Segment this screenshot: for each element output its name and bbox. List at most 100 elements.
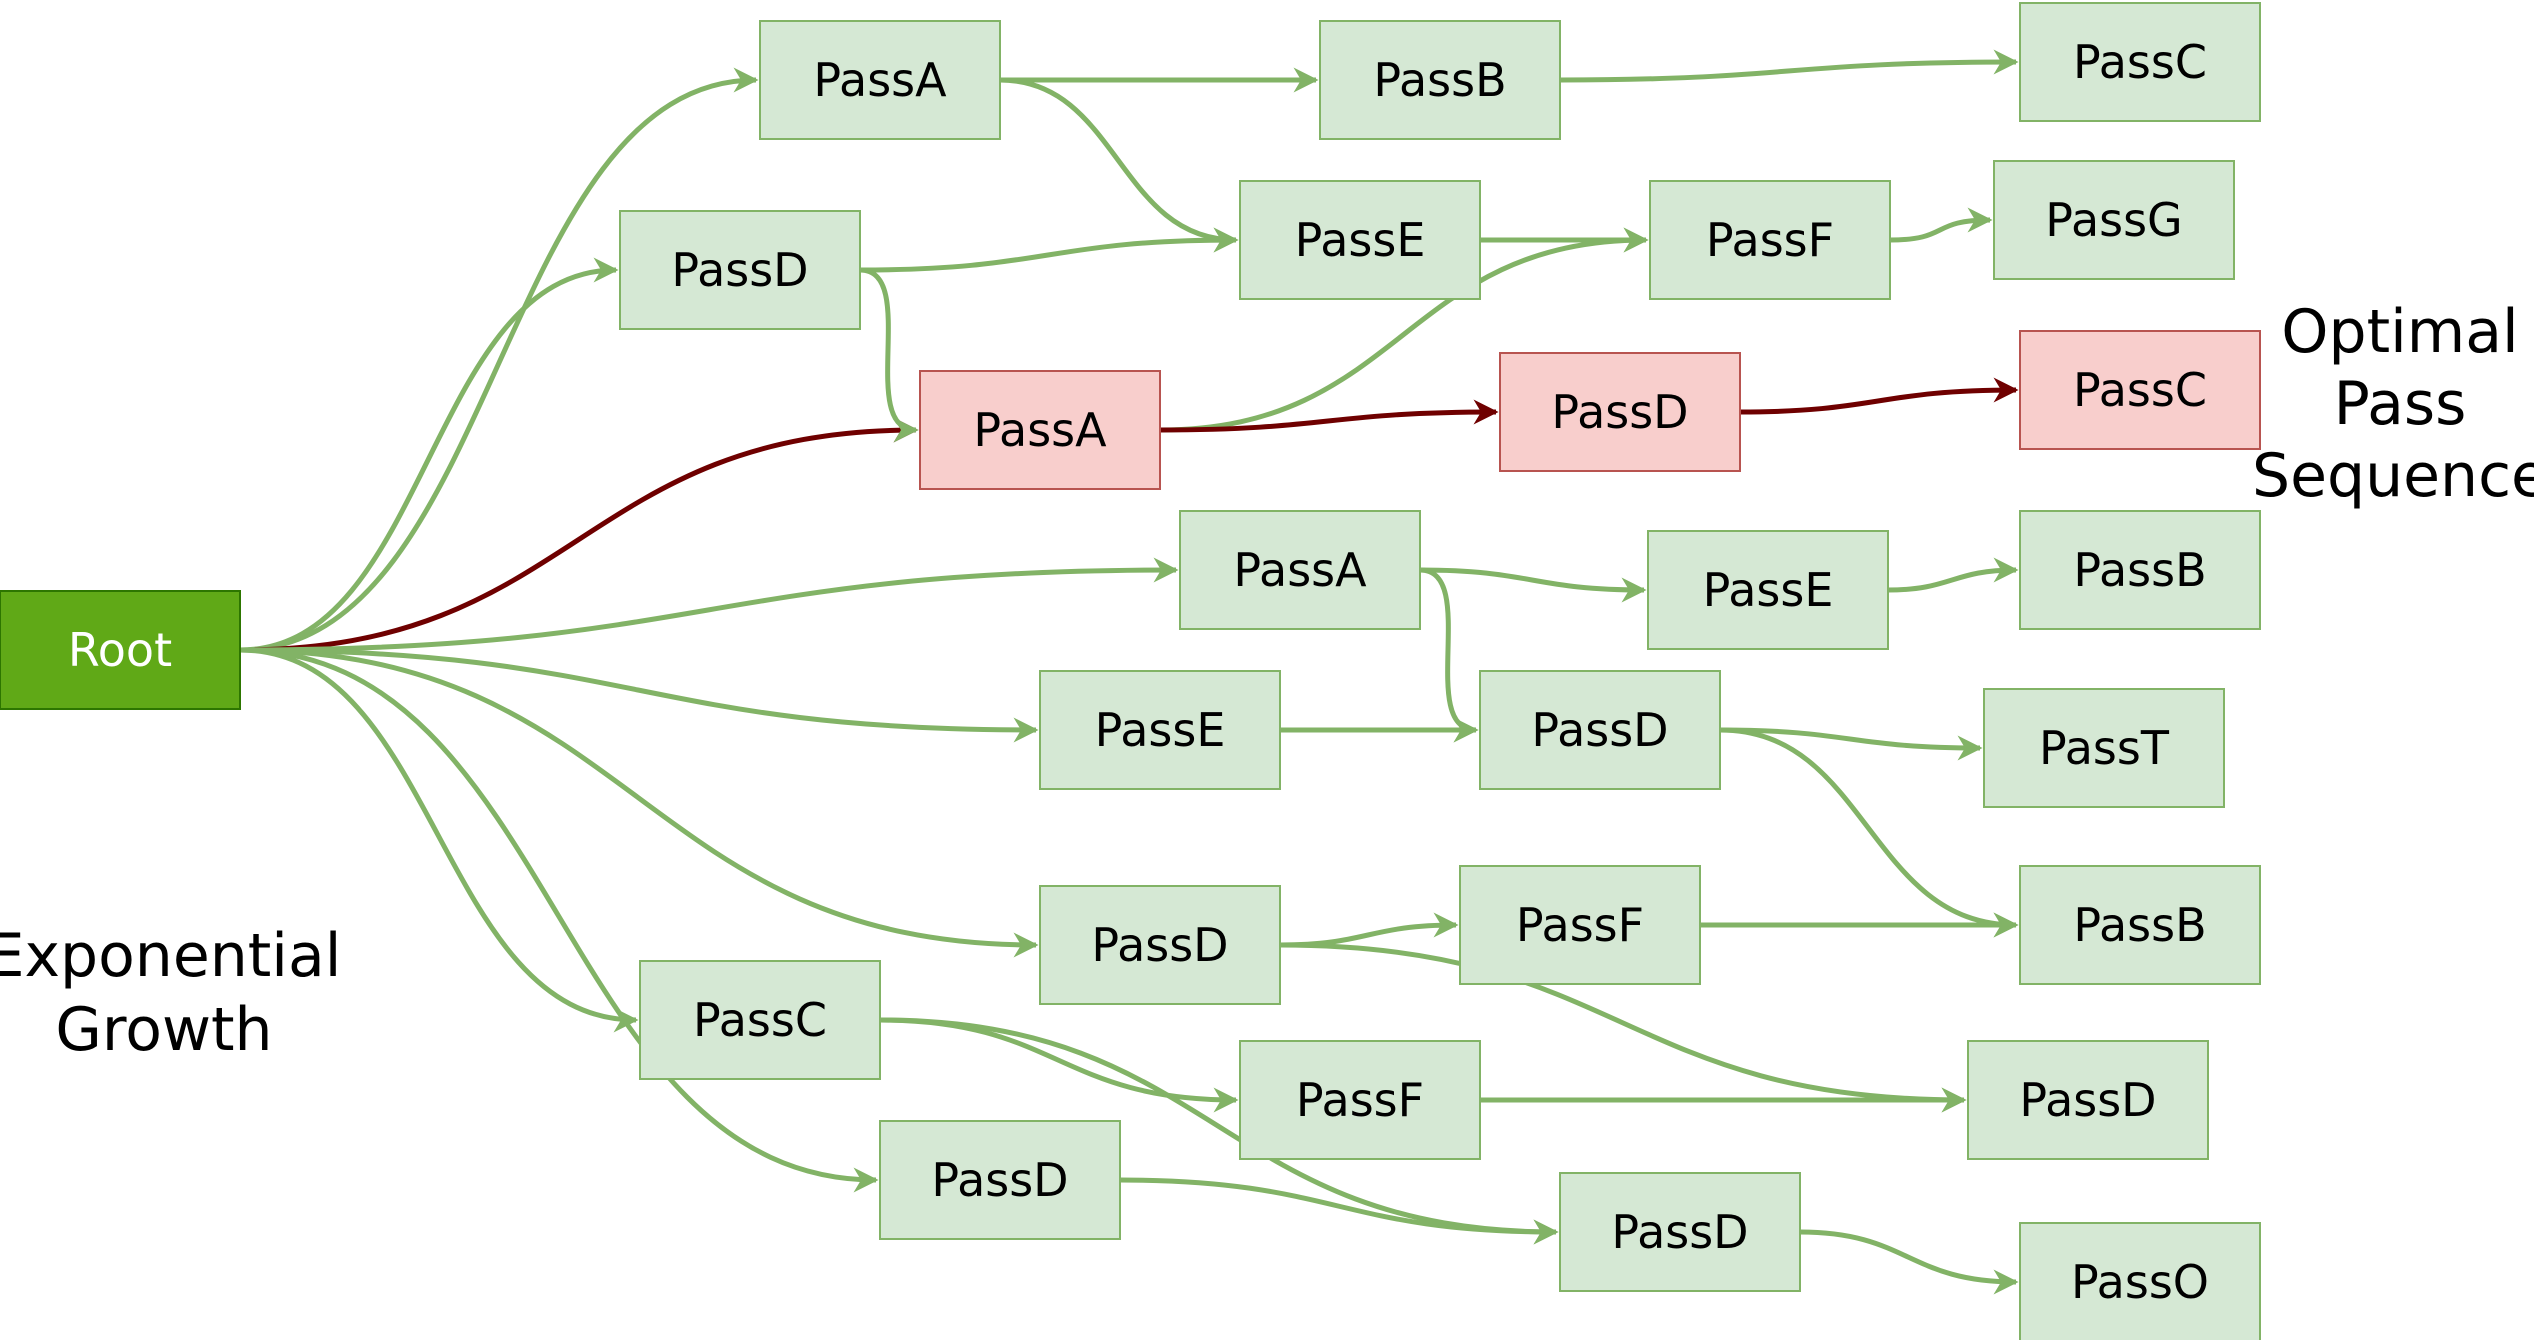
pass-node: PassE — [1647, 530, 1889, 650]
node-label: PassA — [973, 403, 1107, 457]
node-box — [619, 210, 861, 330]
node-box — [2019, 2, 2261, 122]
node-label: PassB — [2073, 898, 2206, 952]
node-box — [1479, 670, 1721, 790]
pass-node: PassD — [1559, 1172, 1801, 1292]
node-box — [2019, 865, 2261, 985]
node-label: PassE — [1295, 213, 1426, 267]
node-label: PassD — [1611, 1205, 1748, 1259]
optimal-sequence-label-line1: Optimal — [2281, 297, 2518, 367]
node-box — [1239, 180, 1481, 300]
edge-c3-to-f3 — [879, 1017, 1239, 1113]
edge-d2-to-c2-optimal — [1739, 377, 2019, 415]
edge-c3-to-d7 — [879, 1017, 1559, 1245]
nodes-layer: Root PassA PassB PassC PassD PassE PassF PassG P… — [0, 2, 2261, 1340]
node-label: PassC — [2073, 35, 2207, 89]
pass-node: PassF — [1239, 1040, 1481, 1160]
node-box — [1039, 670, 1281, 790]
node-box — [1649, 180, 1891, 300]
pass-node: PassD — [619, 210, 861, 330]
node-box — [1459, 865, 1701, 985]
pass-node: PassD — [1039, 885, 1281, 1005]
edge-d4-to-d5 — [1279, 942, 1967, 1113]
node-label: PassE — [1703, 563, 1834, 617]
pass-node: PassO — [2019, 1222, 2261, 1340]
edge-a2-to-d2-optimal — [1159, 399, 1499, 433]
node-label: PassA — [813, 53, 947, 107]
edge-root-to-d6 — [239, 647, 879, 1193]
edge-a1-to-e1 — [999, 77, 1239, 253]
node-box — [919, 370, 1161, 490]
edge-a2-to-f1 — [1159, 227, 1649, 433]
node-box — [0, 590, 241, 710]
node-label: PassD — [1531, 703, 1668, 757]
node-label: PassO — [2071, 1255, 2209, 1309]
pass-node: PassB — [1319, 20, 1561, 140]
node-label: PassT — [2039, 721, 2170, 775]
edges-layer — [239, 49, 2019, 1295]
pass-node: PassF — [1459, 865, 1701, 985]
node-label: PassD — [931, 1153, 1068, 1207]
optimal-pass-node: PassC — [2019, 330, 2261, 450]
pass-node: PassD — [1479, 670, 1721, 790]
node-label: PassD — [2019, 1073, 2156, 1127]
pass-node: PassF — [1649, 180, 1891, 300]
node-box — [1039, 885, 1281, 1005]
node-box — [639, 960, 881, 1080]
pass-node: PassG — [1993, 160, 2235, 280]
edge-root-to-e3 — [239, 647, 1039, 743]
edge-root-to-a2-optimal — [239, 417, 919, 653]
node-box — [1499, 352, 1741, 472]
edge-d3-to-t1 — [1719, 727, 1983, 761]
node-label: PassF — [1706, 213, 1834, 267]
node-box — [1967, 1040, 2209, 1160]
edge-d4-to-f2 — [1279, 912, 1459, 948]
node-box — [879, 1120, 1121, 1240]
edge-b1-to-c1 — [1559, 49, 2019, 83]
edge-root-to-a3 — [239, 557, 1179, 653]
node-box — [1993, 160, 2235, 280]
node-label: PassE — [1095, 703, 1226, 757]
node-label: PassA — [1233, 543, 1367, 597]
pass-node: PassC — [639, 960, 881, 1080]
pass-node: PassT — [1983, 688, 2225, 808]
optimal-sequence-label-line3: Sequence — [2252, 441, 2534, 511]
pass-node: PassD — [879, 1120, 1121, 1240]
node-label: PassF — [1296, 1073, 1424, 1127]
exponential-growth-label-line2: Growth — [55, 995, 272, 1065]
node-box — [1647, 530, 1889, 650]
node-box — [2019, 330, 2261, 450]
node-label: Root — [68, 623, 172, 677]
exponential-growth-label-line1: Exponential — [0, 921, 341, 991]
edge-root-to-c3 — [239, 647, 639, 1033]
edge-d1-to-e1 — [859, 227, 1239, 273]
annotations-layer: Optimal Pass Sequence Exponential Growth — [0, 297, 2534, 1065]
node-label: PassD — [1091, 918, 1228, 972]
edge-root-to-d1 — [239, 257, 619, 653]
pass-node: PassA — [759, 20, 1001, 140]
node-box — [2019, 1222, 2261, 1340]
node-label: PassB — [1373, 53, 1506, 107]
node-box — [1179, 510, 1421, 630]
node-label: PassD — [1551, 385, 1688, 439]
edge-f1-to-g1 — [1889, 207, 1993, 243]
pass-node: PassB — [2019, 510, 2261, 630]
edge-a3-to-e2 — [1419, 567, 1647, 603]
edge-a3-to-d3 — [1419, 567, 1479, 743]
root-node: Root — [0, 590, 241, 710]
optimal-sequence-label-line2: Pass — [2334, 369, 2467, 439]
edge-d7-to-o1 — [1799, 1229, 2019, 1295]
node-box — [1983, 688, 2225, 808]
node-label: PassB — [2073, 543, 2206, 597]
pass-node: PassC — [2019, 2, 2261, 122]
node-label: PassG — [2045, 193, 2182, 247]
edge-d6-to-d7 — [1119, 1177, 1559, 1245]
optimal-pass-node: PassA — [919, 370, 1161, 490]
pass-node: PassE — [1039, 670, 1281, 790]
edge-root-to-a1 — [239, 67, 759, 653]
optimal-pass-node: PassD — [1499, 352, 1741, 472]
edge-root-to-d4 — [239, 647, 1039, 958]
pass-node: PassD — [1967, 1040, 2209, 1160]
edge-d1-to-a2 — [859, 267, 919, 443]
node-box — [1319, 20, 1561, 140]
